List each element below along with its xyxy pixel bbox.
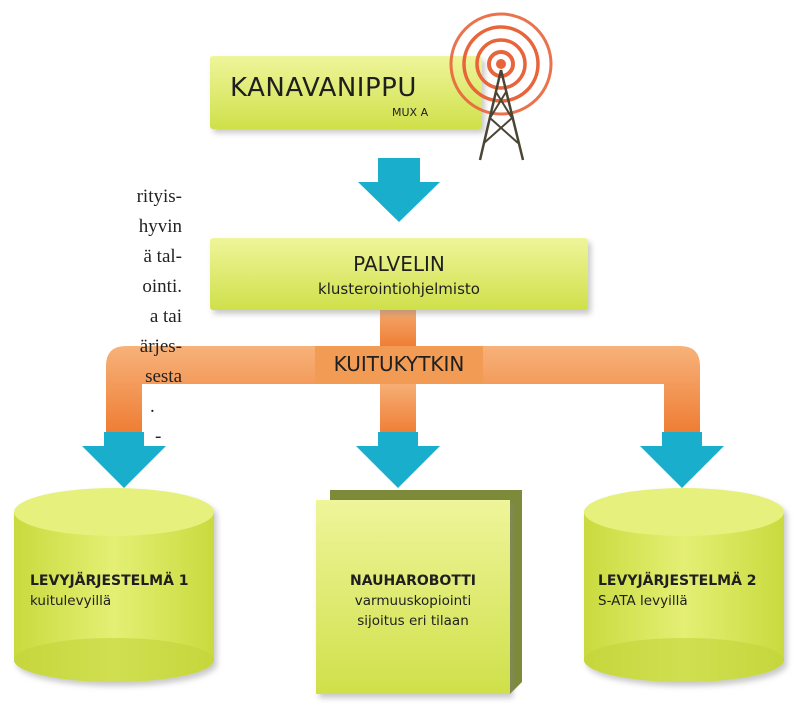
fiber-switch-connector <box>106 300 700 438</box>
side-text-line: ärjes- <box>139 336 182 357</box>
server-subtitle: klusterointiohjelmisto <box>318 280 480 298</box>
tape-robot-box <box>316 490 522 694</box>
tape-title: NAUHAROBOTTI <box>350 573 476 589</box>
arrow-down-middle <box>356 432 440 488</box>
mux-box <box>210 56 482 129</box>
server-title: PALVELIN <box>353 252 445 276</box>
disk-system-1-cylinder <box>14 488 214 682</box>
mux-title: KANAVANIPPU <box>230 73 417 103</box>
arrow-down-right <box>640 432 724 488</box>
disk2-subtitle: S-ATA levyillä <box>598 593 688 609</box>
antenna-icon <box>449 12 553 161</box>
switch-title: KUITUKYTKIN <box>333 352 465 376</box>
disk2-title: LEVYJÄRJESTELMÄ 2 <box>598 573 757 589</box>
side-text-line: rityis- <box>136 186 182 207</box>
side-text-line: - <box>155 426 162 447</box>
side-text-line: . <box>150 396 155 417</box>
side-text-line: hyvin <box>138 216 182 237</box>
arrow-down-1 <box>358 158 440 222</box>
side-text-line: ointi. <box>142 276 182 297</box>
mux-subtitle: MUX A <box>392 106 429 119</box>
side-text-line: ä tal- <box>143 246 182 267</box>
disk1-subtitle: kuitulevyillä <box>30 593 112 609</box>
disk-system-2-cylinder <box>584 488 784 682</box>
arrow-down-left <box>82 432 166 488</box>
side-text-line: a tai <box>149 306 182 327</box>
side-text-column: rityis- hyvin ä tal- ointi. a tai ärjes-… <box>0 182 182 452</box>
disk1-title: LEVYJÄRJESTELMÄ 1 <box>30 573 189 589</box>
side-text-line: sesta <box>145 366 182 387</box>
tape-line1: varmuuskopiointi <box>354 593 472 609</box>
server-box <box>210 238 588 310</box>
tape-line2: sijoitus eri tilaan <box>357 613 469 629</box>
switch-label-bg <box>315 346 483 384</box>
